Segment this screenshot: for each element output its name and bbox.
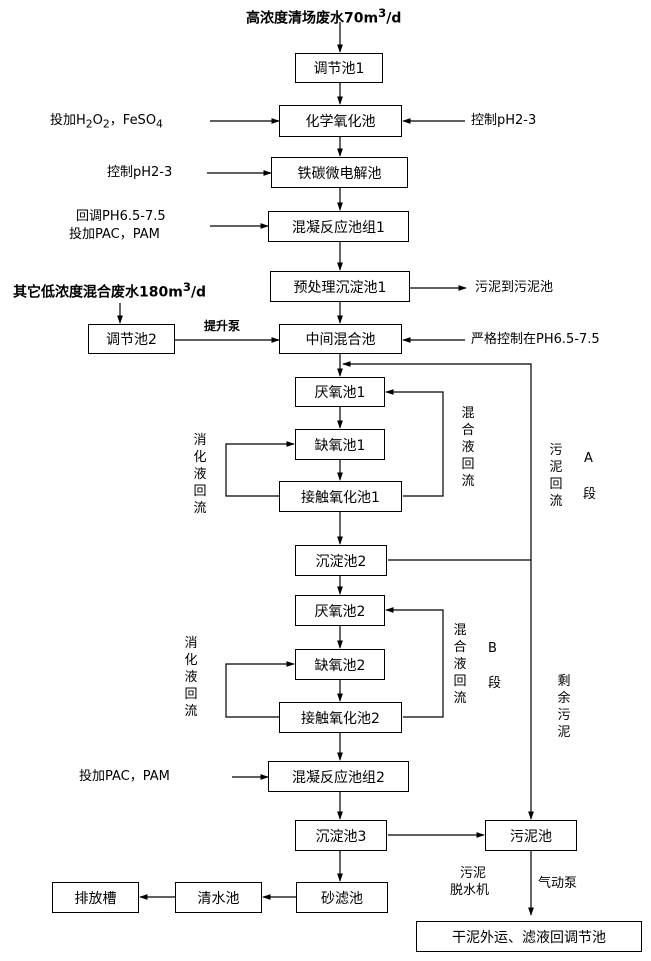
settling-tank-2: 沉淀池2 [295,545,387,576]
low-concentration-wastewater-label: 其它低浓度混合废水180m3/d [13,280,207,301]
mixed-liquor-return-b-label: 混合液回流 [453,623,467,706]
mixed-liquor-return-a-label: 混合液回流 [461,406,475,489]
nitrate-return-a-label: 消化液回流 [193,433,207,516]
iron-carbon-micro-electrolysis-tank: 铁碳微电解池 [271,157,408,188]
equalization-tank-2: 调节池2 [88,324,175,354]
contact-oxidation-tank-1: 接触氧化池1 [279,481,402,512]
sludge-return-label: 污泥回流 [549,443,563,509]
ph-adjust-label: 回调PH6.5-7.5 [76,209,166,224]
anoxic-tank-1: 缺氧池1 [295,429,385,460]
contact-oxidation-tank-2: 接触氧化池2 [279,702,402,733]
pneumatic-pump-label: 气动泵 [538,876,578,891]
strict-ph-control-label: 严格控制在PH6.5-7.5 [471,332,600,347]
high-concentration-wastewater-label: 高浓度清场废水70m3/d [246,6,402,27]
equalization-tank-1: 调节池1 [295,53,383,83]
stage-b-letter: B [488,641,497,656]
sand-filter-tank: 砂滤池 [296,882,388,913]
final-disposal-box: 干泥外运、滤液回调节池 [416,921,642,952]
sludge-dewatering-label-2: 脱水机 [450,883,490,898]
sludge-to-sludge-tank-label: 污泥到污泥池 [475,280,554,295]
pac-pam-dosing-label-1: 投加PAC，PAM [69,227,160,242]
chemical-oxidation-tank: 化学氧化池 [279,105,402,137]
stage-b-char: 段 [488,676,502,691]
iron-carbon-ph-control-label: 控制pH2-3 [107,165,173,180]
oxidation-ph-control-label: 控制pH2-3 [471,113,537,128]
anaerobic-tank-2: 厌氧池2 [295,595,385,626]
pac-pam-dosing-label-2: 投加PAC，PAM [79,769,170,784]
pretreatment-settling-tank-1: 预处理沉淀池1 [270,271,410,302]
settling-tank-3: 沉淀池3 [295,820,387,851]
nitrate-return-b-label: 消化液回流 [184,636,198,719]
intermediate-mixing-tank: 中间混合池 [279,324,402,354]
h2o2-feso4-dosing-label: 投加H2O2，FeSO4 [50,113,163,131]
sludge-dewatering-label-1: 污泥 [460,866,487,881]
excess-sludge-label: 剩余污泥 [557,674,571,740]
coagulation-tank-group-1: 混凝反应池组1 [268,211,409,242]
stage-a-letter: A [584,451,593,466]
anaerobic-tank-1: 厌氧池1 [295,377,385,407]
clear-water-tank: 清水池 [175,882,262,913]
coagulation-tank-group-2: 混凝反应池组2 [268,761,409,792]
discharge-tank: 排放槽 [52,882,139,913]
sludge-tank: 污泥池 [485,820,577,851]
anoxic-tank-2: 缺氧池2 [295,649,385,680]
stage-a-char: 段 [583,487,597,502]
lift-pump-label: 提升泵 [204,319,241,333]
